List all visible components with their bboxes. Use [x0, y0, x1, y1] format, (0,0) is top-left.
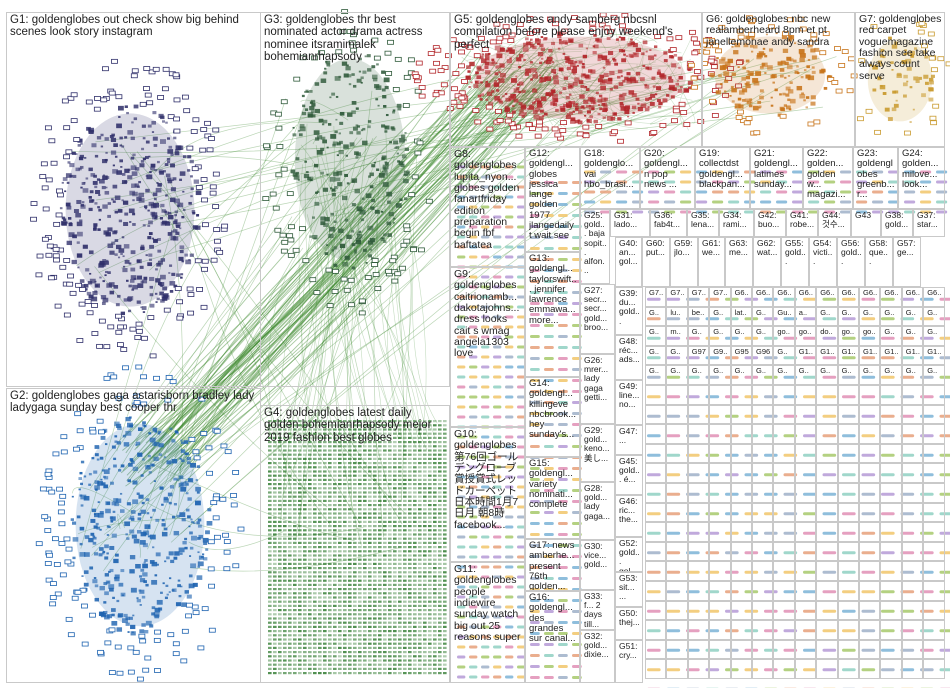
- g7-node: [946, 62, 950, 66]
